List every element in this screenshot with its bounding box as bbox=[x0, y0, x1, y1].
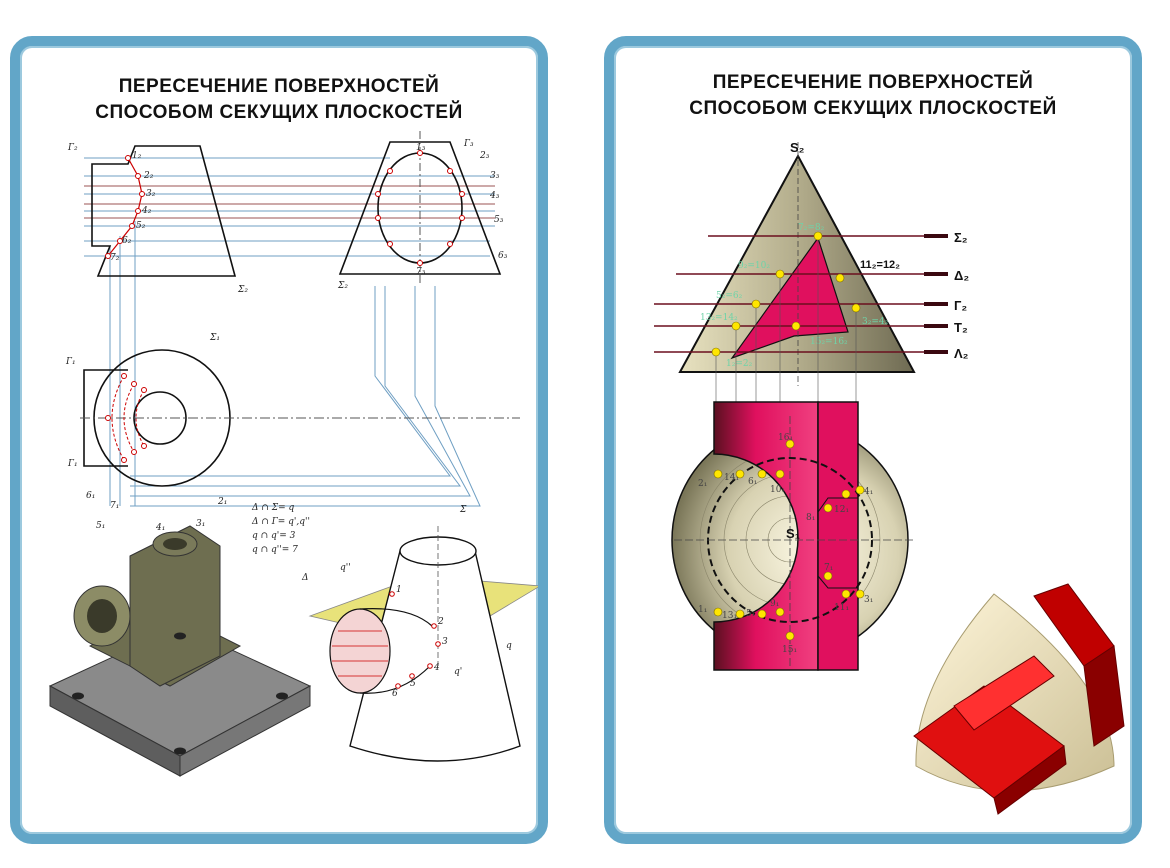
label-q-double-prime: q'' bbox=[340, 563, 351, 573]
side-points bbox=[375, 150, 465, 266]
label-pt-9-10: 9₂=10₂ bbox=[738, 261, 770, 271]
lbl-4-1: 4₁ bbox=[864, 487, 873, 497]
iso-pt-3: 3 bbox=[442, 637, 448, 647]
top-view-cone-prism bbox=[671, 401, 914, 671]
top-point-labels: 16₁ 2₁ 14₁ 6₁ 10₁ 8₁ 12₁ 4₁ 7₁ 1₁ 13₁ 5₁… bbox=[698, 433, 873, 655]
label-pt-1-2: 1₂=2₂ bbox=[726, 359, 753, 369]
label-pt-5-3: 5₃ bbox=[494, 215, 504, 225]
label-pt-15-16: 15₂=16₂ bbox=[810, 337, 848, 347]
label-sigma-iso: Σ bbox=[459, 505, 467, 515]
formula-2: Δ ∩ Г= q',q'' bbox=[251, 517, 310, 527]
front-view-cone bbox=[678, 153, 916, 373]
lbl-11-1: 11₁ bbox=[834, 603, 849, 613]
iso-pt-4: 4 bbox=[433, 663, 440, 673]
formula-1: Δ ∩ Σ= q bbox=[251, 503, 295, 513]
left-title-line1: ПЕРЕСЕЧЕНИЕ ПОВЕРХНОСТЕЙ bbox=[118, 76, 440, 97]
iso-pt-6: 6 bbox=[392, 689, 398, 699]
lbl-15-1: 15₁ bbox=[782, 645, 797, 655]
left-poster-title: ПЕРЕСЕЧЕНИЕ ПОВЕРХНОСТЕЙ СПОСОБОМ СЕКУЩИ… bbox=[20, 74, 538, 126]
label-pt-5-6: 5₂=6₂ bbox=[716, 291, 743, 301]
plane-line-ends bbox=[924, 234, 948, 354]
label-pt-4-3: 4₃ bbox=[489, 191, 500, 201]
label-pt-6-1: 6₁ bbox=[86, 491, 95, 501]
label-pt-1-3: 1₃ bbox=[416, 143, 426, 153]
front-points bbox=[105, 155, 145, 259]
right-poster-panel: ПЕРЕСЕЧЕНИЕ ПОВЕРХНОСТЕЙ СПОСОБОМ СЕКУЩИ… bbox=[604, 36, 1142, 844]
label-g2: Г₂ bbox=[67, 143, 78, 153]
label-pt-2-2: 2₂ bbox=[143, 171, 154, 181]
lbl-1-1: 1₁ bbox=[698, 605, 707, 615]
label-pt-1-2: 1₂ bbox=[132, 151, 142, 161]
right-technical-drawing: S₂ Σ₂ Δ₂ Г₂ T₂ Λ₂ 7₂=8₂ 9₂=10₂ 11₂=12₂ 5… bbox=[654, 140, 1125, 815]
label-plane-delta2: Δ₂ bbox=[954, 268, 969, 283]
label-g1: Г₁ bbox=[65, 357, 76, 367]
front-points bbox=[711, 231, 861, 357]
label-g1-bottom: Г₁ bbox=[67, 459, 78, 469]
label-plane-gamma2: Г₂ bbox=[954, 298, 967, 313]
lbl-13-1: 13₁ bbox=[722, 611, 737, 621]
label-pt-3-1: 3₁ bbox=[196, 519, 205, 529]
label-pt-7-1: 7₁ bbox=[110, 501, 119, 511]
label-pt-7-2: 7₂ bbox=[110, 253, 120, 263]
label-q-prime: q' bbox=[454, 667, 462, 677]
lbl-10-1: 10₁ bbox=[770, 485, 785, 495]
lbl-7-1: 7₁ bbox=[824, 563, 833, 573]
label-q: q bbox=[506, 641, 512, 651]
lbl-12-1: 12₁ bbox=[834, 505, 849, 515]
left-technical-drawing: Г₂ Σ₂ 1₂ 2₂ 3₂ 4₂ 5₂ 6₂ 7₂ Г₃ 1₃ 2₃ 3₃ 4… bbox=[48, 131, 538, 777]
iso-pt-1: 1 bbox=[396, 585, 402, 595]
lbl-2-1: 2₁ bbox=[698, 479, 707, 489]
label-pt-3-2: 3₂ bbox=[146, 189, 156, 199]
right-poster-title: ПЕРЕСЕЧЕНИЕ ПОВЕРХНОСТЕЙ СПОСОБОМ СЕКУЩИ… bbox=[614, 70, 1132, 122]
formula-3: q ∩ q'= 3 bbox=[252, 531, 296, 541]
lbl-3-1: 3₁ bbox=[864, 595, 873, 605]
label-pt-3-4: 3₂=4₂ bbox=[862, 317, 889, 327]
isometric-cone-cylinder: 1 2 3 4 5 6 Δ Σ q'' q q' bbox=[301, 505, 538, 762]
label-pt-2-1: 2₁ bbox=[217, 497, 227, 507]
label-plane-lambda2: Λ₂ bbox=[954, 346, 969, 361]
label-pt-2-3: 2₃ bbox=[479, 151, 490, 161]
label-pt-4-2: 4₂ bbox=[141, 206, 152, 216]
lbl-9-1: 9₁ bbox=[770, 599, 779, 609]
lbl-6-1: 6₁ bbox=[748, 477, 757, 487]
label-apex-s2: S₂ bbox=[790, 140, 805, 155]
label-pt-4-1: 4₁ bbox=[155, 523, 165, 533]
front-view-outline bbox=[91, 145, 237, 277]
label-pt-13-14: 13₂=14₂ bbox=[700, 313, 738, 323]
iso-3d-cone-prism bbox=[913, 583, 1125, 815]
label-pt-11-12: 11₂=12₂ bbox=[860, 259, 900, 271]
right-title-line2: СПОСОБОМ СЕКУЩИХ ПЛОСКОСТЕЙ bbox=[689, 98, 1057, 119]
right-title-line1: ПЕРЕСЕЧЕНИЕ ПОВЕРХНОСТЕЙ bbox=[712, 72, 1034, 93]
label-pt-3-3: 3₃ bbox=[490, 171, 500, 181]
label-plane-t2: T₂ bbox=[954, 320, 968, 335]
top-points bbox=[105, 373, 147, 463]
label-pt-7-3: 7₃ bbox=[416, 267, 426, 277]
top-points bbox=[713, 439, 865, 641]
formula-4: q ∩ q''= 7 bbox=[252, 545, 298, 555]
label-g3: Г₃ bbox=[463, 139, 474, 149]
top-intersection-curves bbox=[111, 375, 145, 461]
section-lines-red bbox=[84, 185, 495, 219]
label-pt-5-2: 5₂ bbox=[136, 221, 146, 231]
iso-pt-2: 2 bbox=[437, 617, 444, 627]
label-delta: Δ bbox=[301, 573, 309, 583]
lbl-14-1: 14₁ bbox=[724, 473, 739, 483]
label-sigma2-front: Σ₂ bbox=[237, 285, 248, 295]
left-poster-panel: ПЕРЕСЕЧЕНИЕ ПОВЕРХНОСТЕЙ СПОСОБОМ СЕКУЩИ… bbox=[10, 36, 548, 844]
label-sigma2-side: Σ₂ bbox=[337, 281, 348, 291]
label-center-s1: S₁ bbox=[786, 526, 800, 541]
label-pt-5-1: 5₁ bbox=[96, 521, 105, 531]
lbl-5-1: 5₁ bbox=[746, 609, 755, 619]
label-sigma1: Σ₁ bbox=[209, 333, 220, 343]
label-pt-6-2: 6₂ bbox=[122, 236, 132, 246]
label-plane-sigma2: Σ₂ bbox=[954, 230, 968, 245]
label-pt-7-8: 7₂=8₂ bbox=[798, 223, 825, 233]
left-title-line2: СПОСОБОМ СЕКУЩИХ ПЛОСКОСТЕЙ bbox=[95, 102, 463, 123]
lbl-8-1: 8₁ bbox=[806, 513, 815, 523]
formula-block: Δ ∩ Σ= q Δ ∩ Г= q',q'' q ∩ q'= 3 q ∩ q''… bbox=[251, 503, 310, 555]
lbl-16-1: 16₁ bbox=[778, 433, 793, 443]
isometric-casting-model bbox=[48, 525, 312, 777]
iso-pt-5: 5 bbox=[410, 679, 416, 689]
label-pt-6-3: 6₃ bbox=[498, 251, 508, 261]
